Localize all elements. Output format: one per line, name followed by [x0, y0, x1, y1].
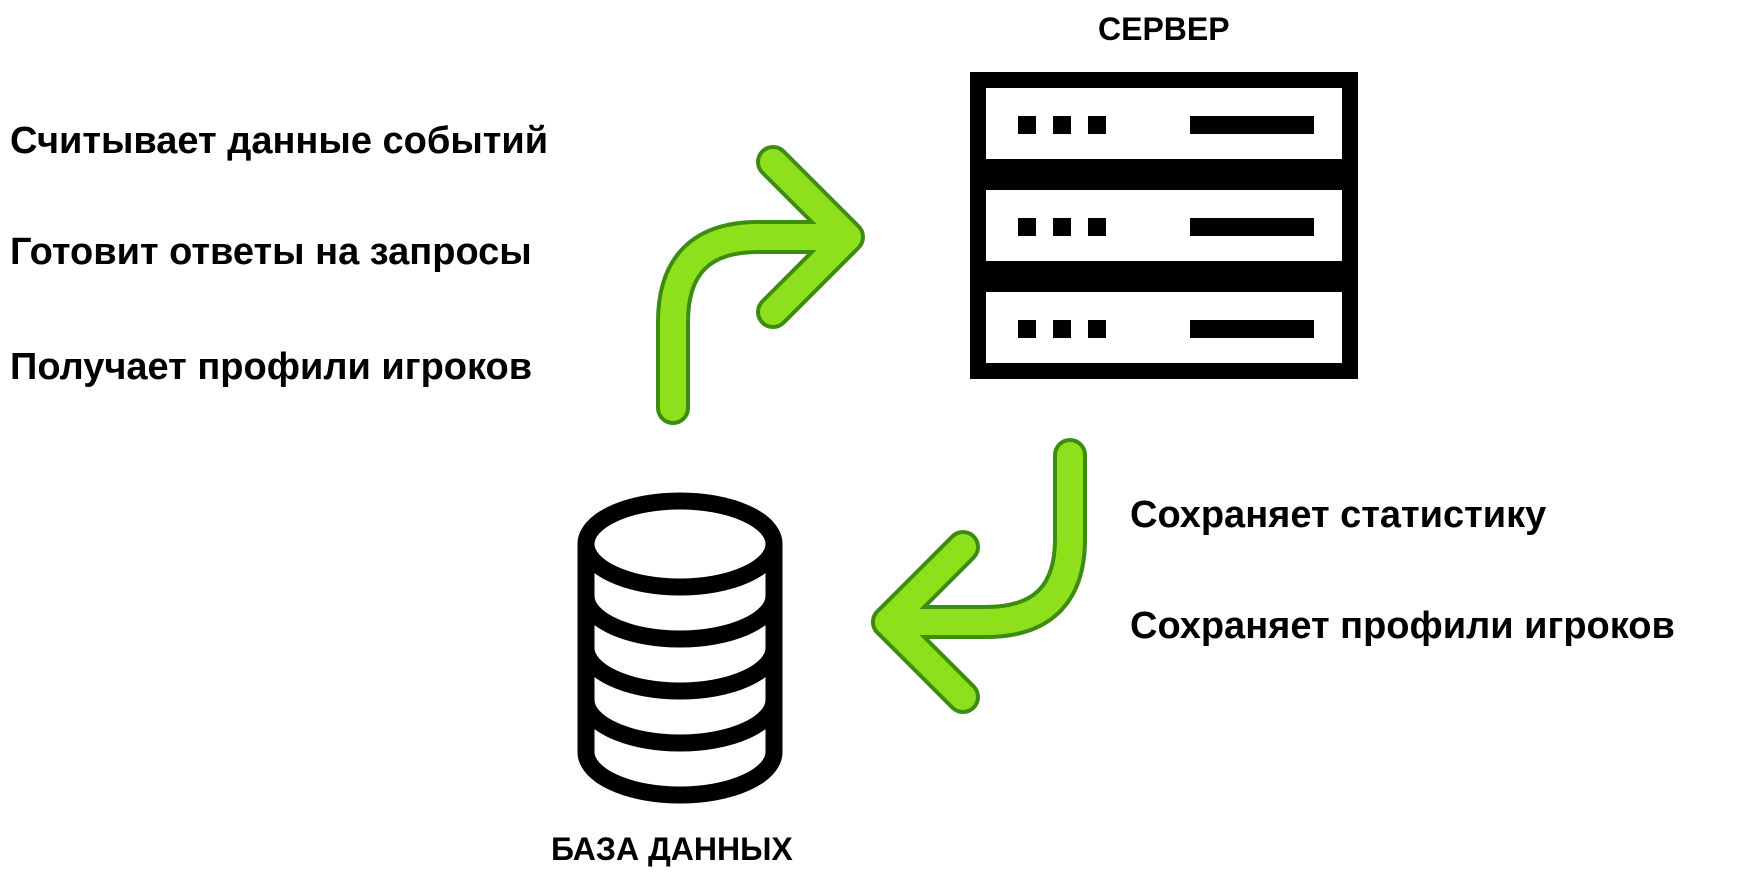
server-unit	[970, 72, 1358, 175]
server-unit	[970, 276, 1358, 379]
database-icon	[577, 492, 783, 804]
server-task-item: Считывает данные событий	[10, 120, 549, 162]
server-task-item: Получает профили игроков	[10, 346, 533, 388]
curved-arrow-down-left-icon	[871, 438, 1087, 714]
server-title: СЕРВЕР	[1098, 11, 1230, 47]
database-title: БАЗА ДАННЫХ	[551, 831, 793, 867]
database-task-item: Сохраняет профили игроков	[1130, 605, 1675, 647]
curved-arrow-up-right-icon	[656, 145, 865, 425]
server-rack-icon	[970, 72, 1358, 379]
server-unit	[970, 174, 1358, 277]
server-task-item: Готовит ответы на запросы	[10, 231, 532, 273]
database-task-item: Сохраняет статистику	[1130, 494, 1547, 536]
